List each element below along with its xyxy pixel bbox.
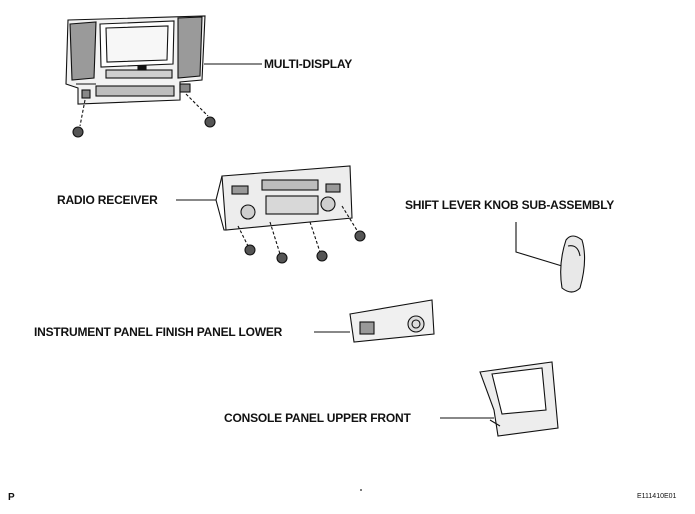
multi-display-unit	[65, 15, 262, 138]
radio-receiver-label: RADIO RECEIVER	[57, 193, 158, 207]
shift-lever-knob-label: SHIFT LEVER KNOB SUB-ASSEMBLY	[405, 198, 615, 212]
instrument-panel-finish-lower	[314, 299, 435, 343]
radio-receiver-unit	[176, 165, 366, 264]
multi-display-label: MULTI-DISPLAY	[264, 57, 353, 71]
corner-letter: P	[8, 492, 15, 503]
figure-code: E111410E01	[637, 493, 677, 500]
shift-lever-knob	[515, 222, 586, 293]
instrument-panel-finish-lower-label: INSTRUMENT PANEL FINISH PANEL LOWER	[34, 325, 283, 339]
console-panel-upper-front-label: CONSOLE PANEL UPPER FRONT	[224, 411, 411, 425]
console-panel-upper-front	[440, 361, 559, 437]
